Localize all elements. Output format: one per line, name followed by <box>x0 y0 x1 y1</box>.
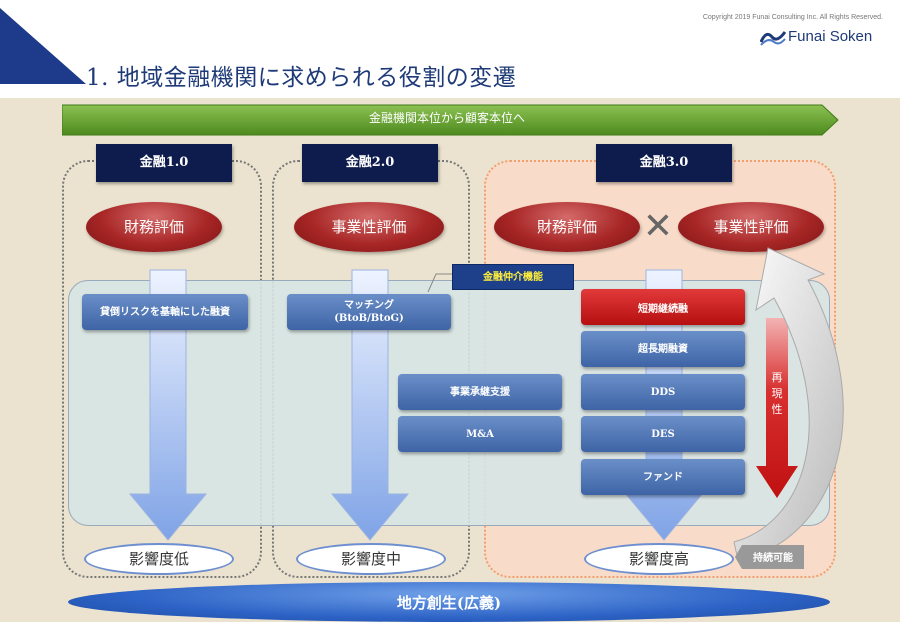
stage2-header: 金融2.0 <box>302 144 438 182</box>
sustainable-curve-arrow <box>733 247 844 561</box>
sustainable-tag <box>735 545 804 569</box>
reproducibility-label: 再現性 <box>771 371 783 416</box>
succession-support-box: 事業承継支援 <box>398 374 562 410</box>
stage3-eval-left-oval: 財務評価 <box>494 202 640 252</box>
cross-icon: ✕ <box>642 206 674 247</box>
banner-arrow <box>62 104 839 136</box>
stage1-header: 金融1.0 <box>96 144 232 182</box>
collateral-lending-box: 貸倒リスクを基軸にした融資 <box>82 294 248 330</box>
reproducibility-arrow <box>756 318 798 498</box>
short-term-loan-box: 短期継続融 <box>581 289 745 325</box>
brand-name: Funai Soken <box>788 28 873 45</box>
footer-label: 地方創生(広義) <box>396 594 502 612</box>
des-box: DES <box>581 416 745 452</box>
stage1-eval-oval: 財務評価 <box>86 202 222 252</box>
corner-triangle <box>0 8 86 84</box>
matching-line1: マッチング <box>344 300 394 311</box>
matching-line2: (BtoB/BtoG) <box>334 313 404 324</box>
brand-logo-icon <box>760 31 786 46</box>
intermediary-label: 金融仲介機能 <box>452 264 574 290</box>
page-title: 1. 地域金融機関に求められる役割の変遷 <box>86 65 517 91</box>
stage3-header: 金融3.0 <box>596 144 732 182</box>
sustainable-label: 持続可能 <box>753 553 793 564</box>
ma-box: M&A <box>398 416 562 452</box>
stage3-impact-oval: 影響度高 <box>584 543 734 575</box>
stage2-eval-oval: 事業性評価 <box>294 202 444 252</box>
dds-box: DDS <box>581 374 745 410</box>
long-term-loan-box: 超長期融資 <box>581 331 745 367</box>
stage3-eval-right-oval: 事業性評価 <box>678 202 824 252</box>
stage2-impact-oval: 影響度中 <box>296 543 446 575</box>
fund-box: ファンド <box>581 459 745 495</box>
stage1-impact-oval: 影響度低 <box>84 543 234 575</box>
copyright-text: Copyright 2019 Funai Consulting Inc. All… <box>702 14 883 21</box>
banner-text: 金融機関本位から顧客本位へ <box>368 111 525 125</box>
matching-box: マッチング (BtoB/BtoG) <box>287 294 451 330</box>
footer-oval <box>68 582 830 622</box>
